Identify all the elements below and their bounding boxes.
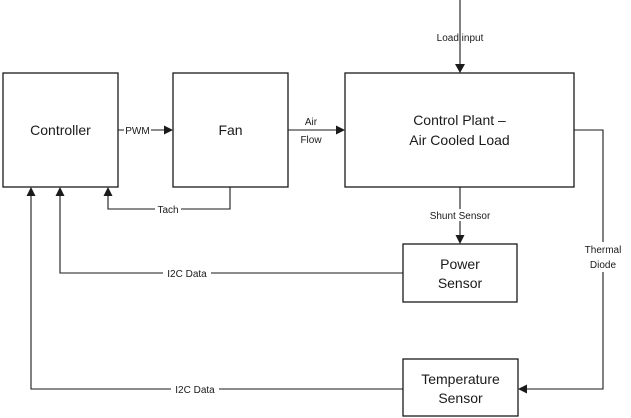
temperature-sensor-label-line1: Temperature	[421, 371, 500, 387]
fan-block: Fan	[172, 72, 289, 188]
i2c-power-label: I2C Data	[167, 269, 207, 280]
temperature-sensor-label-line2: Sensor	[438, 390, 483, 406]
load-input-signal: Load input	[437, 0, 484, 73]
air-flow-label-line2: Flow	[300, 135, 322, 146]
power-sensor-block: Power Sensor	[402, 243, 518, 303]
shunt-sensor-label: Shunt Sensor	[430, 211, 491, 222]
controller-block: Controller	[2, 72, 119, 188]
i2c-temp-signal: I2C Data	[26, 187, 403, 396]
shunt-sensor-signal: Shunt Sensor	[420, 187, 500, 244]
control-plant-label-line1: Control Plant –	[413, 112, 506, 128]
load-input-label: Load input	[437, 33, 484, 44]
power-sensor-label-line1: Power	[440, 256, 480, 272]
controller-label: Controller	[30, 122, 91, 138]
i2c-power-signal: I2C Data	[55, 187, 403, 280]
control-plant-block: Control Plant – Air Cooled Load	[344, 72, 575, 188]
i2c-temp-label: I2C Data	[175, 385, 215, 396]
air-flow-signal: Air Flow	[288, 117, 345, 146]
power-sensor-label-line2: Sensor	[438, 275, 483, 291]
control-plant-label-line2: Air Cooled Load	[409, 132, 509, 148]
fan-label: Fan	[218, 122, 242, 138]
temperature-sensor-block: Temperature Sensor	[402, 358, 519, 417]
thermal-diode-signal: Thermal Diode	[518, 129, 628, 394]
pwm-signal: PWM	[118, 124, 173, 137]
pwm-label: PWM	[125, 126, 149, 137]
tach-label: Tach	[157, 205, 178, 216]
thermal-diode-label-line2: Diode	[590, 260, 617, 271]
tach-signal: Tach	[103, 187, 231, 216]
thermal-diode-label-line1: Thermal	[585, 245, 622, 256]
air-flow-label-line1: Air	[305, 117, 318, 128]
